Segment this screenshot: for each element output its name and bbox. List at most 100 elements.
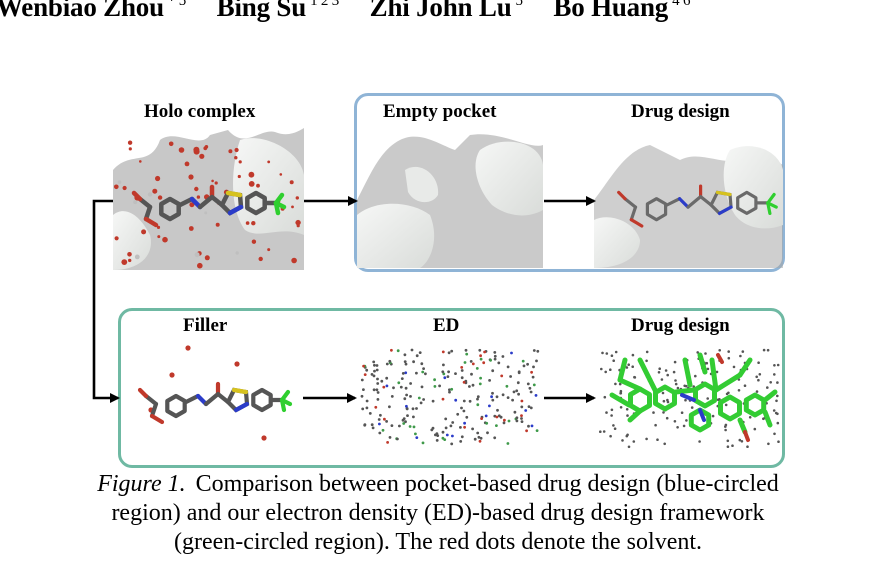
ring <box>743 392 767 418</box>
density-point <box>479 354 482 358</box>
density-point <box>451 434 454 438</box>
density-point <box>692 385 695 388</box>
density-point <box>740 440 744 443</box>
filler-solvent-dots <box>148 345 267 441</box>
bond <box>698 195 713 207</box>
drug-pocket-bump-left <box>594 217 640 268</box>
density-point <box>493 351 497 354</box>
density-point <box>386 441 389 444</box>
density-point <box>520 414 523 417</box>
density-point <box>480 417 483 420</box>
density-point <box>757 378 760 382</box>
drug-design-ligand-1 <box>617 184 778 228</box>
solvent-dot <box>248 171 255 178</box>
density-point <box>676 426 679 429</box>
density-point <box>495 424 498 427</box>
density-point <box>522 364 526 368</box>
density-point <box>460 366 464 369</box>
density-point <box>493 414 497 418</box>
density-point <box>625 434 629 438</box>
solvent-dot <box>204 211 208 215</box>
density-point <box>682 424 686 428</box>
density-point <box>654 423 657 427</box>
density-point <box>657 371 661 374</box>
density-point <box>520 420 524 423</box>
density-point <box>415 371 418 375</box>
density-point <box>403 397 407 401</box>
density-point <box>633 375 636 379</box>
solvent-dot <box>289 180 294 185</box>
density-point <box>462 409 466 413</box>
density-point <box>442 372 446 376</box>
density-point <box>706 367 710 371</box>
bond <box>677 197 690 209</box>
density-point <box>605 411 608 414</box>
density-point <box>757 361 760 365</box>
density-point <box>500 374 504 378</box>
bond <box>680 393 696 402</box>
density-point <box>774 411 778 415</box>
density-point <box>626 414 629 417</box>
panel-title-drug-design-1: Drug design <box>631 101 730 122</box>
density-point <box>372 360 376 364</box>
density-point <box>652 411 655 414</box>
density-point <box>497 361 501 365</box>
density-point <box>420 385 424 389</box>
bond <box>698 408 706 422</box>
density-point <box>618 382 622 386</box>
density-point <box>433 378 436 382</box>
bond <box>623 197 638 209</box>
density-point <box>463 421 466 425</box>
density-point <box>520 405 524 409</box>
density-point <box>727 350 730 353</box>
density-point <box>612 424 615 427</box>
ring <box>718 394 742 422</box>
density-point <box>485 421 489 425</box>
bond <box>716 353 724 364</box>
solvent-dot <box>228 149 233 154</box>
bond <box>737 357 753 378</box>
panel-title-holo-complex: Holo complex <box>144 101 256 122</box>
density-point <box>411 407 415 411</box>
panel-title-empty-pocket: Empty pocket <box>383 101 497 122</box>
density-point <box>478 382 482 386</box>
density-point <box>419 401 423 405</box>
density-point <box>497 414 501 418</box>
density-point <box>645 350 649 354</box>
density-point <box>605 352 609 355</box>
density-point <box>442 363 445 367</box>
density-point <box>450 349 454 353</box>
ring <box>736 190 758 215</box>
density-point <box>463 361 467 364</box>
density-point <box>403 353 407 357</box>
bond <box>225 190 243 198</box>
density-point <box>619 391 623 395</box>
density-point <box>368 412 372 415</box>
density-point <box>603 395 607 399</box>
density-point <box>422 367 425 370</box>
density-point <box>625 366 629 369</box>
density-point <box>724 403 728 407</box>
density-point <box>468 385 471 388</box>
bond <box>143 216 159 228</box>
density-point <box>412 415 415 419</box>
bond <box>231 387 249 395</box>
density-point <box>501 393 505 397</box>
bond <box>617 377 643 392</box>
bond <box>717 205 733 215</box>
density-point <box>388 405 391 409</box>
density-point <box>613 427 617 431</box>
density-point <box>490 395 493 399</box>
density-point <box>379 413 382 417</box>
bond <box>682 357 693 388</box>
bond <box>686 195 703 209</box>
ring <box>165 393 187 419</box>
empty-pocket-bump-3 <box>405 166 439 203</box>
density-point <box>390 348 393 352</box>
density-point <box>363 423 367 427</box>
drug-design-ed-image <box>599 348 780 449</box>
density-point <box>501 355 505 358</box>
density-point <box>360 394 364 398</box>
density-point <box>398 424 401 428</box>
